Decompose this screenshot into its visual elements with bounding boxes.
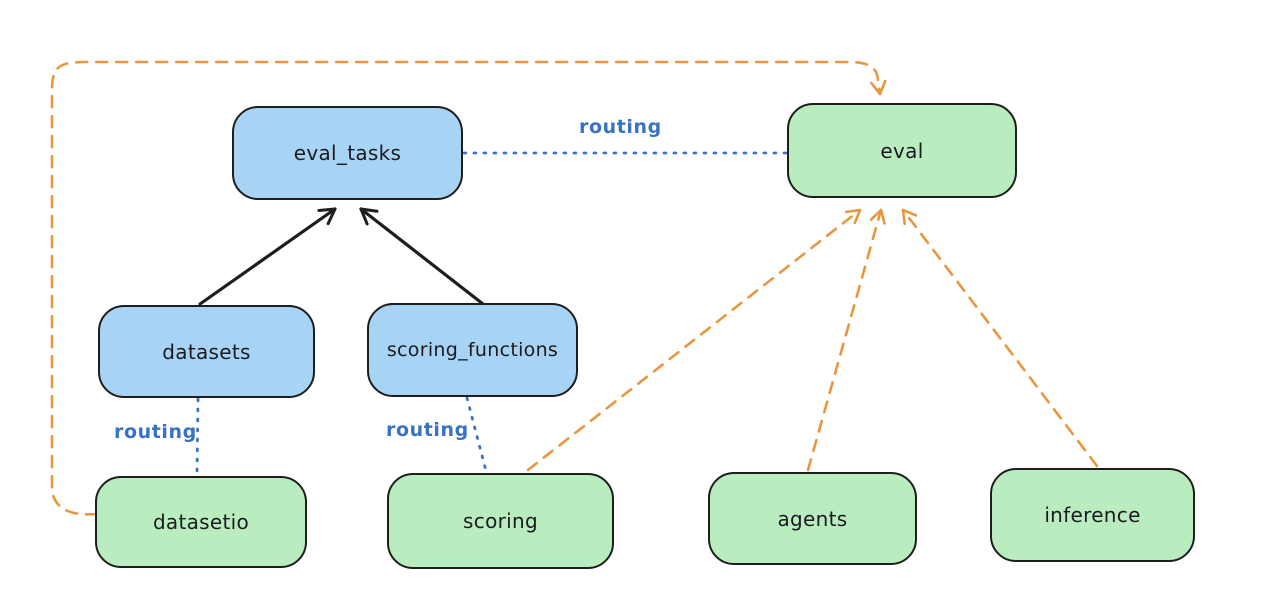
- node-agents-label: agents: [777, 506, 848, 531]
- edge-inference-eval-arrow: [901, 208, 1099, 468]
- node-eval-label: eval: [880, 138, 924, 163]
- node-datasets: datasets: [98, 305, 315, 398]
- edge-datasets-datasetio-routing: [195, 397, 200, 476]
- node-datasets-label: datasets: [162, 339, 251, 364]
- edge-agents-eval-arrow: [806, 208, 886, 472]
- node-eval-tasks-label: eval_tasks: [293, 141, 402, 165]
- node-eval-tasks: eval_tasks: [232, 106, 463, 200]
- node-datasetio-label: datasetio: [152, 510, 250, 534]
- node-agents: agents: [708, 472, 917, 565]
- node-inference: inference: [990, 468, 1195, 562]
- node-datasetio: datasetio: [95, 476, 307, 568]
- edge-label-routing-top: routing: [579, 116, 662, 138]
- node-inference-label: inference: [1044, 503, 1141, 527]
- edge-datasetio-eval-arrow: [50, 60, 887, 516]
- node-scoring: scoring: [387, 473, 614, 569]
- edge-label-routing-scoring: routing: [386, 419, 469, 441]
- edge-datasets-evaltasks-arrow: [198, 207, 337, 306]
- node-eval: eval: [787, 103, 1017, 198]
- edge-label-routing-datasets: routing: [114, 421, 197, 443]
- node-scoring-functions-label: scoring_functions: [386, 339, 559, 361]
- edge-scoringfunctions-evaltasks-arrow: [359, 207, 485, 306]
- node-scoring-functions: scoring_functions: [367, 303, 578, 397]
- edge-scoringfunctions-scoring-routing: [465, 396, 488, 473]
- node-scoring-label: scoring: [463, 509, 538, 533]
